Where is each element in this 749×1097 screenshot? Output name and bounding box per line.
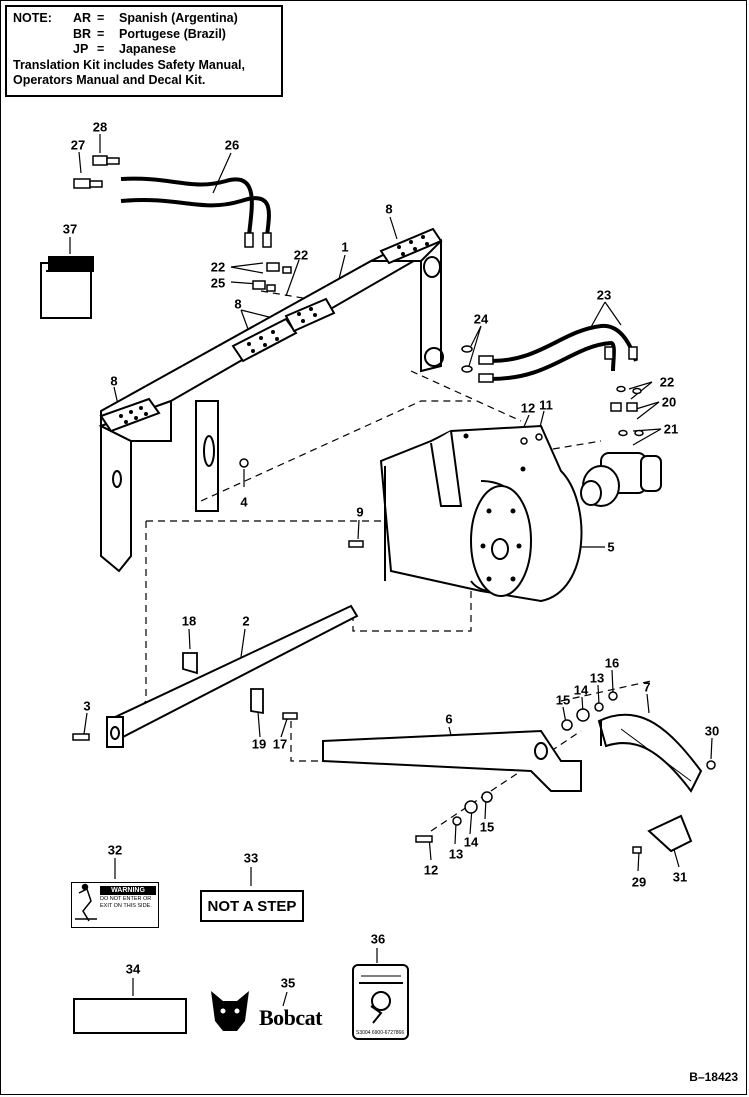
note-language: Japanese	[119, 42, 176, 56]
callout-22: 22	[659, 374, 675, 390]
callout-6: 6	[445, 711, 453, 727]
callout-29: 29	[631, 874, 647, 890]
callout-14: 14	[463, 834, 479, 850]
translation-note: NOTE:AR=Spanish (Argentina) BR=Portugese…	[5, 5, 283, 97]
callout-15: 15	[555, 692, 571, 708]
callout-3: 3	[83, 698, 91, 714]
not-a-step-decal: NOT A STEP	[200, 890, 304, 922]
callout-5: 5	[607, 539, 615, 555]
support-arm	[322, 729, 582, 792]
manual-kit	[40, 256, 94, 319]
callout-7: 7	[643, 679, 651, 695]
note-kit-line: Translation Kit includes Safety Manual,	[13, 57, 245, 72]
bobcat-logo-text: Bobcat	[259, 1005, 323, 1030]
callout-20: 20	[661, 394, 677, 410]
blank-decal	[73, 998, 187, 1034]
housing-holes	[463, 433, 526, 582]
callout-11: 11	[539, 397, 553, 413]
small-hardware	[72, 433, 716, 854]
warning-decal-heading: WARNING	[100, 886, 156, 895]
guard	[597, 713, 703, 793]
callout-31: 31	[672, 869, 688, 885]
hydraulic-motor	[580, 452, 662, 507]
document-id: B–18423	[689, 1070, 738, 1084]
safety-decal-36: S3004 6900-6727866	[352, 964, 409, 1040]
note-kit-line: Operators Manual and Decal Kit.	[13, 73, 206, 87]
callout-32: 32	[107, 842, 123, 858]
callout-16: 16	[604, 655, 620, 671]
motor-hose-fittings	[461, 345, 644, 437]
callout-19: 19	[251, 736, 267, 752]
note-language: Portugese (Brazil)	[119, 26, 226, 41]
callout-12: 12	[520, 400, 536, 416]
callout-17: 17	[272, 736, 288, 752]
callout-8: 8	[385, 201, 393, 217]
motor-hoses	[490, 323, 638, 381]
warning-decal-text: DO NOT ENTER OR EXIT ON THIS SIDE.	[100, 896, 152, 909]
callout-4: 4	[240, 494, 248, 510]
note-language: Spanish (Argentina)	[119, 11, 238, 25]
callout-12: 12	[423, 862, 439, 878]
callout-21: 21	[663, 421, 679, 437]
upper-hose-fittings	[73, 155, 292, 292]
callout-24: 24	[473, 311, 489, 327]
decal-36-pictogram	[359, 975, 403, 1024]
plate-holes	[119, 235, 429, 424]
note-heading: NOTE:	[13, 11, 52, 25]
callout-9: 9	[356, 504, 364, 520]
wheel-housing	[379, 424, 583, 603]
callout-8: 8	[234, 296, 242, 312]
callout-34: 34	[125, 961, 141, 977]
callout-26: 26	[224, 137, 240, 153]
note-code: AR	[73, 11, 92, 25]
callout-23: 23	[596, 287, 612, 303]
brackets	[182, 652, 264, 715]
callout-14: 14	[573, 682, 589, 698]
note-code: JP	[73, 42, 89, 56]
upper-hoses	[120, 176, 271, 237]
callout-22: 22	[210, 259, 226, 275]
cross-bar	[106, 604, 359, 748]
callout-1: 1	[341, 239, 349, 255]
warning-decal: WARNING DO NOT ENTER OR EXIT ON THIS SID…	[71, 882, 159, 928]
callout-36: 36	[370, 931, 386, 947]
callout-15: 15	[479, 819, 495, 835]
callout-22: 22	[293, 247, 309, 263]
callout-18: 18	[181, 613, 197, 629]
callout-33: 33	[243, 850, 259, 866]
callout-13: 13	[589, 670, 605, 686]
main-frame	[98, 227, 444, 573]
callout-37: 37	[62, 221, 78, 237]
warning-pictogram	[75, 883, 97, 922]
plate	[647, 814, 693, 853]
decal-36-code: S3004 6900-6727866	[356, 1030, 405, 1036]
callout-8: 8	[110, 373, 118, 389]
bobcat-emblem	[211, 991, 249, 1031]
callout-2: 2	[242, 613, 250, 629]
note-code: BR	[73, 26, 92, 41]
callout-27: 27	[70, 137, 86, 153]
callout-35: 35	[280, 975, 296, 991]
callout-25: 25	[210, 275, 226, 291]
callout-30: 30	[704, 723, 720, 739]
callout-13: 13	[448, 846, 464, 862]
callout-28: 28	[92, 119, 108, 135]
